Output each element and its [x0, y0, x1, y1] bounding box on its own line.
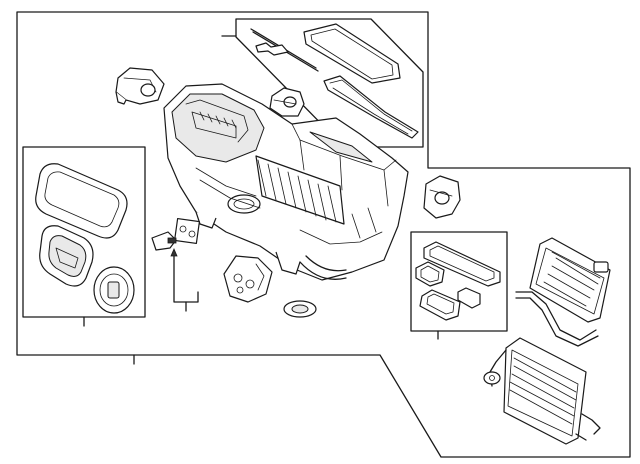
gasket-set-frame [410, 231, 508, 332]
filter-housing-seals [35, 163, 135, 314]
drain-grommet [283, 300, 317, 318]
seal-strip-frame [235, 18, 424, 148]
main-assembly-frame [16, 11, 631, 458]
drain-gasket-set [415, 241, 501, 321]
case-seal-strip-set [250, 23, 419, 139]
heater-core-pipe-bracket [223, 255, 273, 303]
mode-door-actuator-top [269, 87, 305, 117]
blower-motor-resistor-and-sensor [151, 217, 201, 251]
evaporator-core [483, 337, 601, 445]
resistor-leader [173, 251, 199, 303]
resistor-arrow [170, 247, 178, 257]
heater-core [515, 237, 611, 347]
blend-door-actuator-left [115, 67, 165, 105]
evaporator-heater-case-assembly [163, 83, 409, 281]
recirculation-door-actuator-right [423, 175, 461, 219]
